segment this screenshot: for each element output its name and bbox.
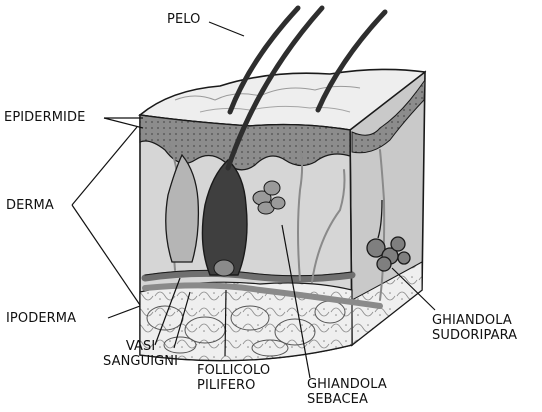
- label-follicolo-pilifero-line2: PILIFERO: [197, 378, 270, 393]
- label-ghiandola-sudoripara-line2: SUDORIPARA: [432, 328, 517, 343]
- label-ghiandola-sudoripara-line1: GHIANDOLA: [432, 313, 517, 328]
- label-ghiandola-sebacea: GHIANDOLA SEBACEA: [307, 377, 387, 407]
- label-vasi-sanguigni-line2: SANGUIGNI: [103, 354, 178, 369]
- label-vasi-sanguigni: VASI SANGUIGNI: [103, 339, 178, 369]
- label-ghiandola-sebacea-line2: SEBACEA: [307, 392, 387, 407]
- label-epidermide: EPIDERMIDE: [4, 110, 85, 125]
- label-ghiandola-sebacea-line1: GHIANDOLA: [307, 377, 387, 392]
- label-ipoderma: IPODERMA: [6, 311, 76, 326]
- label-ghiandola-sudoripara: GHIANDOLA SUDORIPARA: [432, 313, 517, 343]
- label-derma: DERMA: [6, 198, 54, 213]
- label-pelo: PELO: [167, 12, 200, 27]
- label-follicolo-pilifero: FOLLICOLO PILIFERO: [197, 363, 270, 393]
- label-follicolo-pilifero-line1: FOLLICOLO: [197, 363, 270, 378]
- label-vasi-sanguigni-line1: VASI: [103, 339, 178, 354]
